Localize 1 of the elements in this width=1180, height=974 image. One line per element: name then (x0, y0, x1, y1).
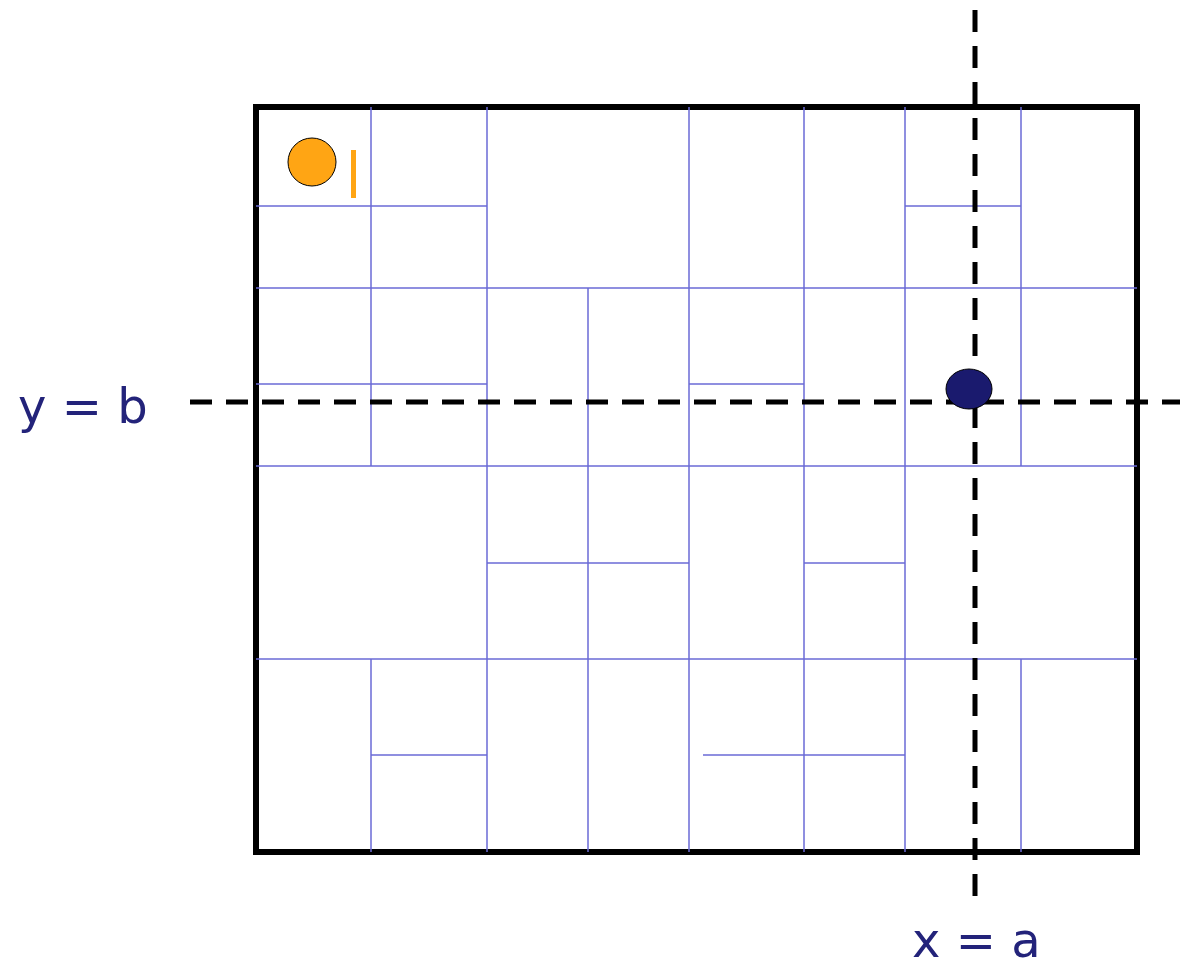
axis-label: x = a (912, 916, 1041, 964)
